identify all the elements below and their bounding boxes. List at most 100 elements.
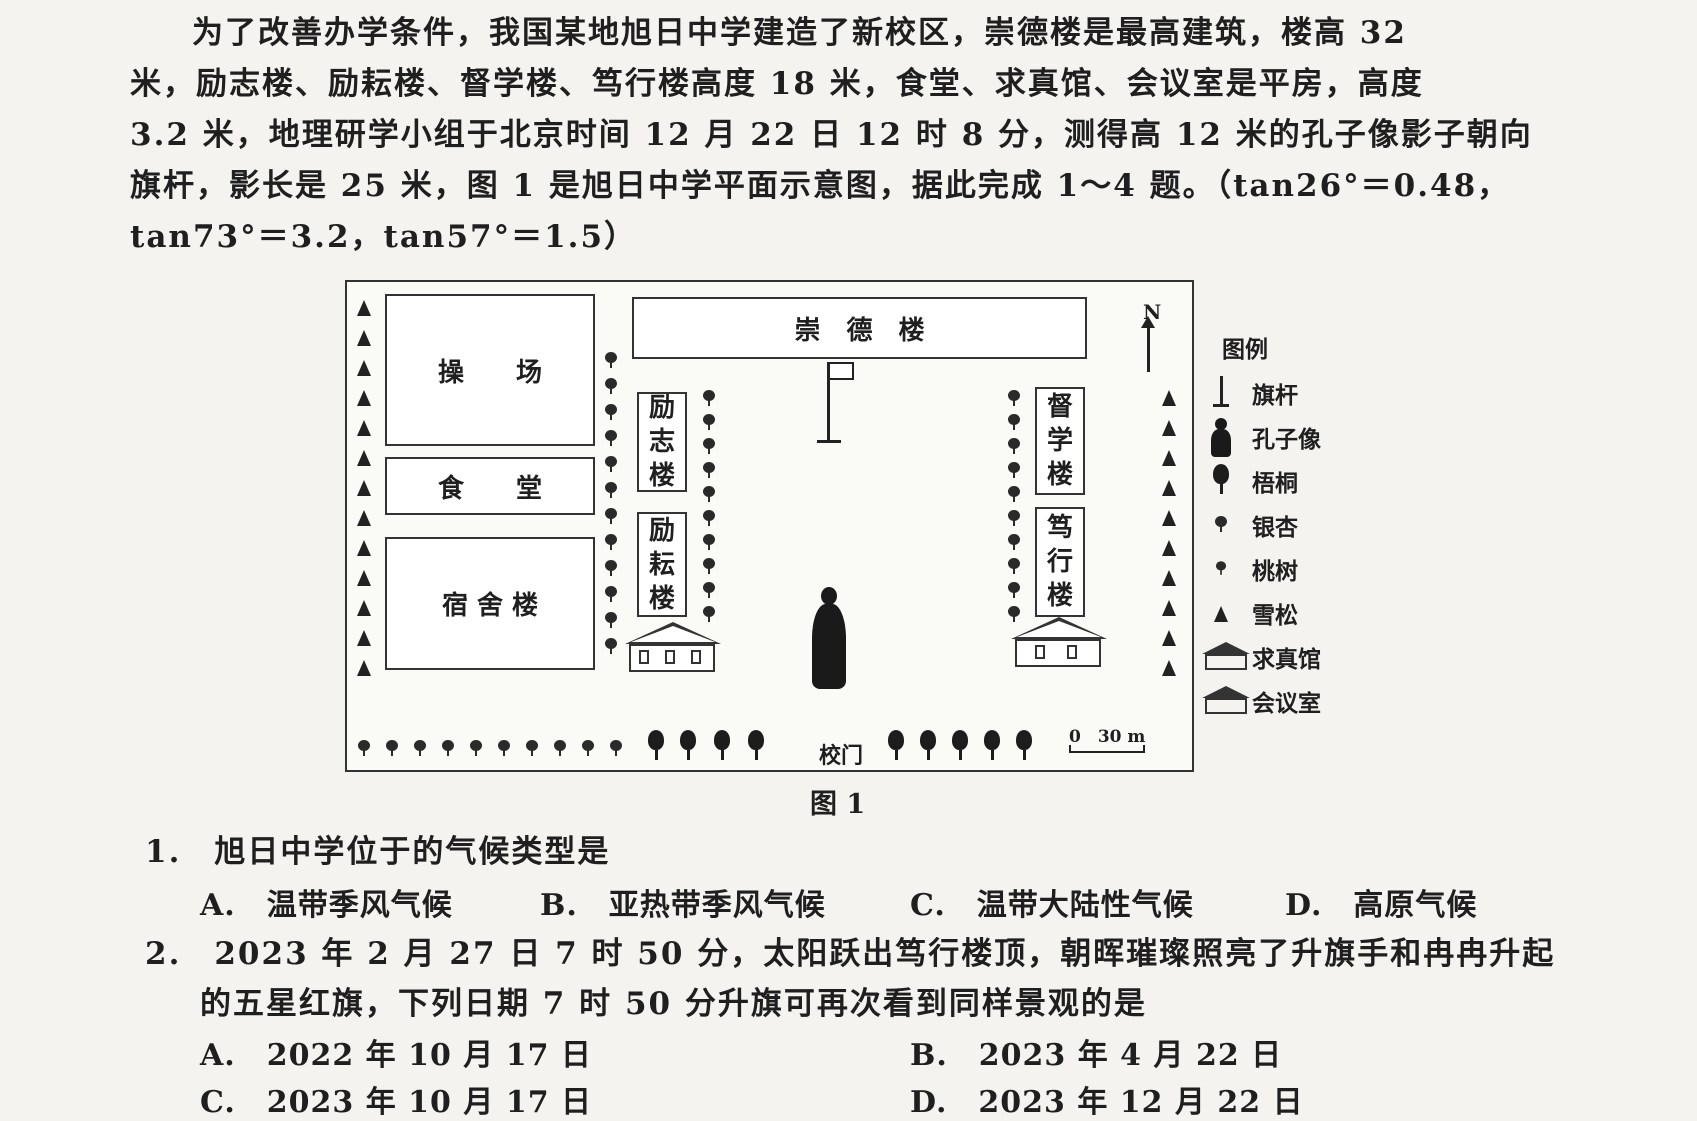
ginkgo-icon	[702, 438, 716, 454]
peach-tree-icon	[604, 534, 618, 550]
ginkgo-icon	[702, 582, 716, 598]
ginkgo-icon	[581, 740, 595, 756]
dorm-label: 宿 舍 楼	[441, 591, 539, 621]
cedar-icon	[357, 540, 371, 556]
cedar-icon	[357, 480, 371, 496]
peach-tree-icon	[604, 378, 618, 394]
cedar-icon	[357, 600, 371, 616]
intro-line: 米，励志楼、励耘楼、督学楼、笃行楼高度 18 米，食堂、求真馆、会议室是平房，高…	[130, 66, 1424, 102]
lizhi-building: 励 志 楼	[637, 392, 687, 492]
lizhi-char: 楼	[648, 461, 675, 491]
cedar-icon	[357, 450, 371, 466]
meeting-room-icon	[1011, 617, 1107, 669]
flag-icon	[830, 362, 854, 380]
north-arrow-icon	[1141, 316, 1155, 372]
question-2-stem-line1: 2. 2023 年 2 月 27 日 7 时 50 分，太阳跃出笃行楼顶，朝晖璀…	[145, 936, 1556, 972]
peach-tree-icon	[604, 560, 618, 576]
ginkgo-icon	[702, 462, 716, 478]
legend-item: 会议室	[1192, 678, 1362, 722]
q1-option-c: C. 温带大陆性气候	[910, 888, 1194, 923]
qiuzhen-legend-icon	[1202, 638, 1252, 674]
intro-paragraph: 为了改善办学条件，我国某地旭日中学建造了新校区，崇德楼是最高建筑，楼高 32 米…	[130, 8, 1550, 263]
qiuzhen-hall-icon	[625, 622, 721, 674]
cedar-icon	[1162, 480, 1176, 496]
wutong-icon	[647, 730, 665, 760]
peach-tree-icon	[604, 404, 618, 420]
ginkgo-icon	[702, 534, 716, 550]
peach-tree-icon	[1215, 561, 1227, 575]
ginkgo-icon	[497, 740, 511, 756]
legend-statue: 孔子像	[1252, 426, 1321, 453]
ginkgo-icon	[1007, 414, 1021, 430]
liyun-char: 耘	[648, 549, 675, 580]
peach-tree-icon	[604, 638, 618, 654]
legend-item: 孔子像	[1192, 414, 1362, 458]
flagpole-base	[817, 440, 841, 443]
cedar-icon	[1162, 450, 1176, 466]
q2-option-d: D. 2023 年 12 月 22 日	[910, 1085, 1304, 1120]
cedar-icon	[357, 300, 371, 316]
ginkgo-icon	[525, 740, 539, 756]
cedar-icon	[357, 570, 371, 586]
cedar-icon	[357, 510, 371, 526]
ginkgo-icon	[702, 486, 716, 502]
duxue-char: 督	[1046, 392, 1073, 422]
legend-meeting: 会议室	[1252, 690, 1321, 717]
dormitory: 宿 舍 楼	[385, 537, 595, 670]
canteen: 食 堂	[385, 457, 595, 515]
peach-tree-icon	[604, 508, 618, 524]
cedar-icon	[1214, 606, 1228, 622]
cedar-icon	[1162, 660, 1176, 676]
duxue-char: 学	[1046, 426, 1073, 456]
cedar-icon	[357, 360, 371, 376]
legend-qiuzhen: 求真馆	[1252, 646, 1321, 673]
duxing-char: 楼	[1046, 581, 1073, 611]
flagpole-icon	[827, 362, 830, 442]
wutong-icon	[679, 730, 697, 760]
duxing-building: 笃 行 楼	[1035, 507, 1085, 617]
wutong-icon	[713, 730, 731, 760]
cedar-icon	[1162, 570, 1176, 586]
q2-option-b: B. 2023 年 4 月 22 日	[910, 1038, 1283, 1073]
legend-ginkgo: 银杏	[1252, 514, 1298, 541]
cedar-icon	[1162, 420, 1176, 436]
lizhi-char: 志	[648, 427, 675, 457]
q1-option-d: D. 高原气候	[1285, 888, 1478, 923]
peach-tree-icon	[604, 430, 618, 446]
peach-tree-icon	[604, 456, 618, 472]
intro-line: 旗杆，影长是 25 米，图 1 是旭日中学平面示意图，据此完成 1～4 题。（t…	[130, 168, 1511, 204]
peach-tree-icon	[604, 612, 618, 628]
wutong-icon	[983, 730, 1001, 760]
chongde-label: 崇 德 楼	[794, 315, 925, 346]
cedar-icon	[1162, 510, 1176, 526]
ginkgo-icon	[1007, 606, 1021, 622]
duxue-building: 督 学 楼	[1035, 387, 1085, 495]
ginkgo-icon	[385, 740, 399, 756]
ginkgo-icon	[1007, 486, 1021, 502]
liyun-char: 楼	[648, 583, 675, 614]
scale-label: 0 30 m	[1069, 727, 1146, 747]
question-2-stem-line2: 的五星红旗，下列日期 7 时 50 分升旗可再次看到同样景观的是	[200, 986, 1147, 1022]
ginkgo-icon	[1007, 438, 1021, 454]
cedar-icon	[1162, 390, 1176, 406]
q1-option-a: A. 温带季风气候	[200, 888, 453, 923]
statue-legend-icon	[1202, 418, 1252, 457]
ginkgo-icon	[469, 740, 483, 756]
school-map: 操 场 食 堂 宿 舍 楼 崇 德 楼 励 志 楼 励 耘 楼 督 学 楼 笃 …	[345, 280, 1194, 772]
legend-cedar: 雪松	[1252, 602, 1298, 629]
wutong-icon	[951, 730, 969, 760]
ginkgo-icon	[357, 740, 371, 756]
ginkgo-icon	[702, 414, 716, 430]
legend-title: 图例	[1222, 336, 1268, 363]
cedar-icon	[1162, 600, 1176, 616]
wutong-icon	[1212, 464, 1230, 494]
peach-tree-icon	[604, 482, 618, 498]
wutong-icon	[747, 730, 765, 760]
ginkgo-icon	[413, 740, 427, 756]
scale-bar	[1069, 745, 1145, 753]
cedar-icon	[357, 420, 371, 436]
cedar-icon	[1162, 630, 1176, 646]
wutong-icon	[1015, 730, 1033, 760]
peach-tree-icon	[604, 352, 618, 368]
q2-option-a: A. 2022 年 10 月 17 日	[200, 1038, 592, 1073]
